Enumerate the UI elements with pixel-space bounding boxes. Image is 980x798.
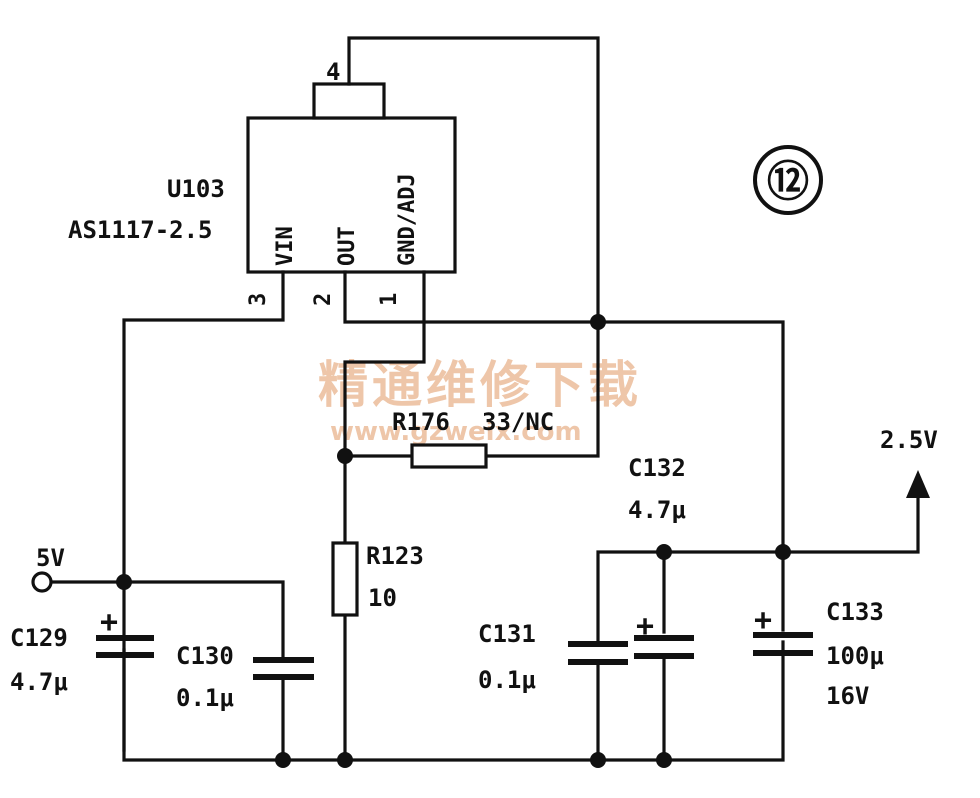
c130-capacitor — [253, 657, 314, 680]
output-arrow-icon — [906, 470, 930, 498]
c133-capacitor — [753, 632, 813, 656]
ic-pin-4-number: 4 — [326, 58, 340, 86]
c133-ref: C133 — [826, 598, 884, 626]
junction-dots — [116, 314, 791, 768]
input-terminal — [31, 571, 53, 593]
c129-polarity: + — [100, 605, 118, 640]
c130-value: 0.1μ — [176, 684, 234, 712]
c133-voltage: 16V — [826, 682, 869, 710]
r123-resistor — [331, 541, 359, 617]
ic-ref: U103 — [167, 175, 225, 203]
c132-polarity: + — [636, 609, 654, 644]
r123-value: 10 — [368, 584, 397, 612]
watermark-text: 精通维修下载 — [318, 355, 642, 414]
ic-part: AS1117-2.5 — [68, 216, 213, 244]
r176-resistor — [410, 443, 488, 469]
ic-pin-2-number: 2 — [311, 293, 336, 306]
ic-pin-3-number: 3 — [246, 293, 271, 306]
c132-capacitor — [634, 635, 694, 659]
r123-ref: R123 — [366, 542, 424, 570]
c129-capacitor — [96, 635, 154, 658]
c129-ref: C129 — [10, 624, 68, 652]
c132-ref: C132 — [628, 454, 686, 482]
c129-value: 4.7μ — [10, 668, 68, 696]
ic-tab — [312, 82, 386, 120]
c132-value: 4.7μ — [628, 496, 686, 524]
ic-pin-1-number: 1 — [377, 293, 402, 306]
input-voltage-label: 5V — [36, 544, 65, 572]
c130-ref: C130 — [176, 642, 234, 670]
ic-pin-gnd-label: GND/ADJ — [395, 173, 420, 266]
output-voltage-label: 2.5V — [880, 426, 938, 454]
c131-capacitor — [568, 641, 628, 665]
ic-pin-vin-label: VIN — [273, 226, 298, 266]
c133-value: 100μ — [826, 642, 884, 670]
ic-body — [246, 116, 457, 274]
c131-ref: C131 — [478, 620, 536, 648]
ic-pin-out-label: OUT — [335, 226, 360, 266]
figure-number: ⑫ — [767, 157, 809, 206]
r176-value: 33/NC — [482, 408, 554, 436]
watermark-url: www.gzweix.com — [330, 417, 582, 447]
figure-number-circle — [753, 145, 823, 215]
c131-value: 0.1μ — [478, 666, 536, 694]
r176-ref: R176 — [392, 408, 450, 436]
c133-polarity: + — [754, 603, 772, 638]
